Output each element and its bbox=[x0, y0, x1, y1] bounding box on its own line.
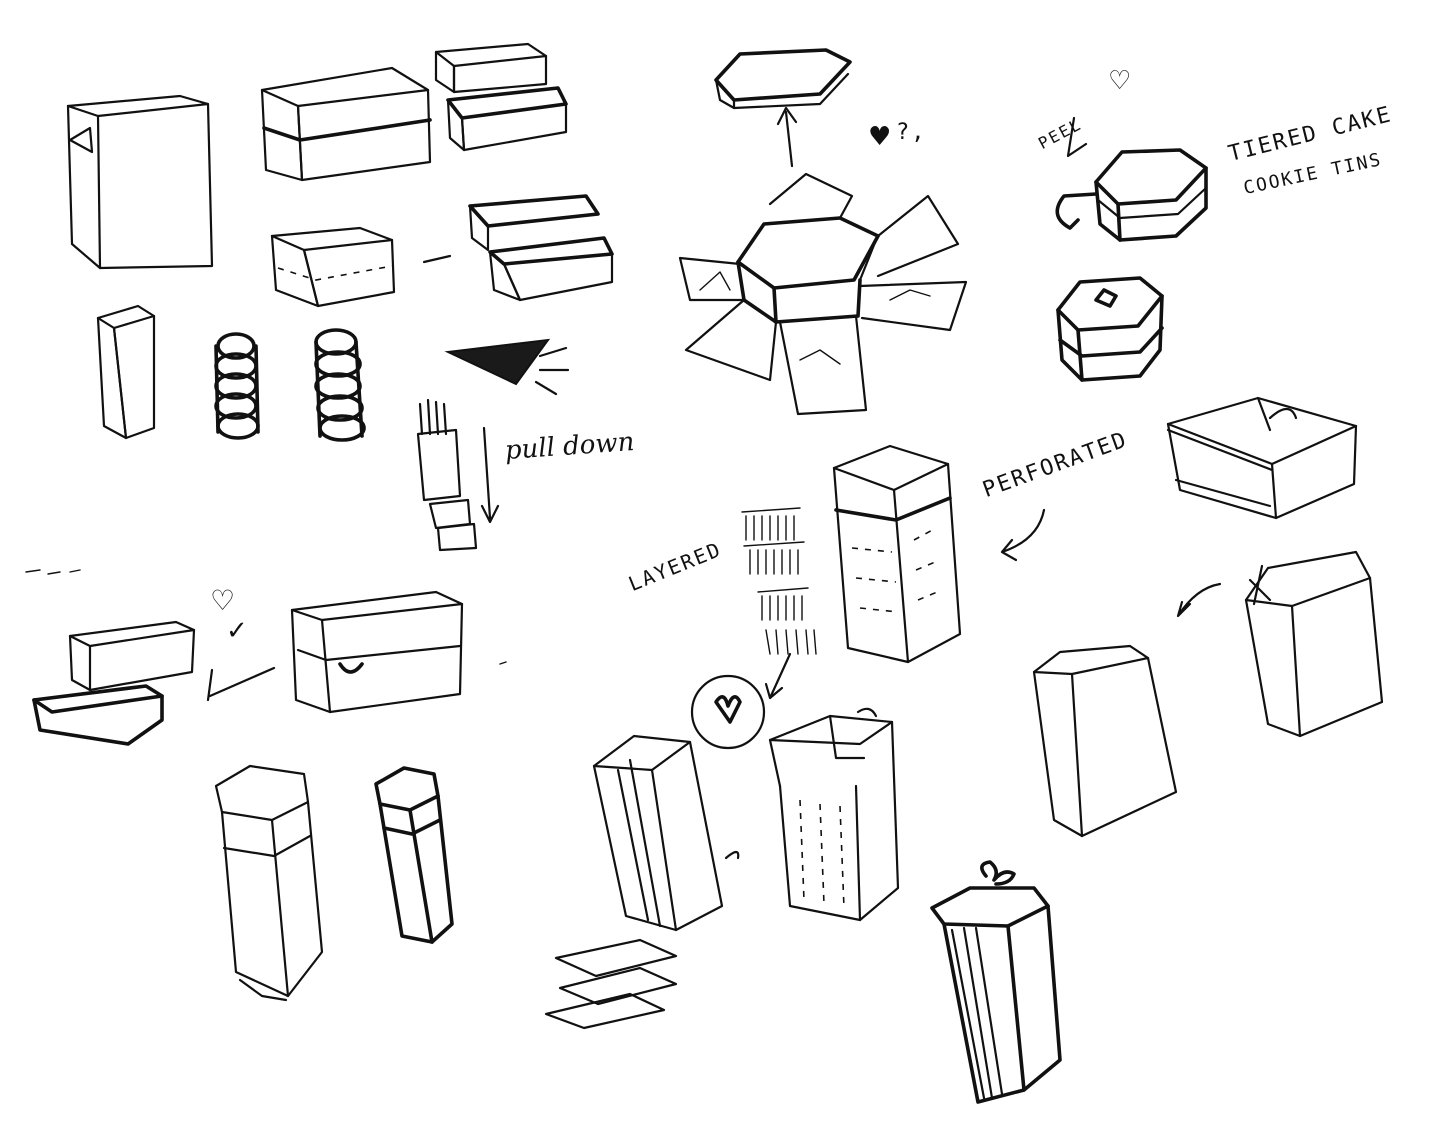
sketch-hex-lid bbox=[714, 48, 852, 168]
sketch-gable-box-a bbox=[1032, 644, 1178, 838]
sketch-stacked-tins bbox=[214, 328, 366, 442]
sketch-wedge bbox=[444, 338, 570, 396]
sketch-drawer-chest bbox=[32, 620, 276, 746]
sketch-perforated-tower bbox=[832, 444, 1046, 664]
sketch-tall-tower bbox=[96, 304, 156, 440]
sketch-open-dotted-box bbox=[768, 707, 900, 922]
sketch-tiered-hex-box bbox=[1055, 116, 1208, 242]
sketch-tear-strip-box bbox=[270, 226, 452, 308]
sketch-lid-box bbox=[260, 66, 432, 182]
sketch-tall-box-tab bbox=[66, 94, 214, 270]
sketch-hex-tall-a bbox=[214, 764, 324, 1002]
sketch-hex-unfold bbox=[678, 172, 968, 416]
sketch-hex-tin bbox=[1056, 276, 1164, 382]
sketch-layered-stack bbox=[741, 507, 817, 700]
sketch-wrapped-hex bbox=[930, 860, 1062, 1104]
sketch-pull-down-sleeve bbox=[416, 398, 500, 552]
sketch-heart-circle bbox=[690, 674, 766, 750]
note-question: ?, bbox=[896, 120, 927, 145]
heart-icon: ♡ bbox=[210, 584, 236, 617]
sketch-square-flap-box bbox=[1166, 396, 1358, 520]
sketch-hex-tall-b bbox=[374, 766, 454, 944]
sketch-opened-strip-box bbox=[468, 194, 614, 302]
heart-icon: ♥ bbox=[868, 122, 892, 152]
sketch-drawer-box bbox=[434, 42, 568, 152]
sketch-foldout-tall bbox=[544, 734, 740, 1030]
heart-icon: ♡ bbox=[1108, 66, 1132, 96]
sketch-ring-chest bbox=[290, 590, 464, 714]
check-mark-icon: ✓ bbox=[226, 616, 248, 646]
sketch-speckles bbox=[25, 569, 507, 665]
sketch-gable-box-b bbox=[1176, 550, 1384, 738]
